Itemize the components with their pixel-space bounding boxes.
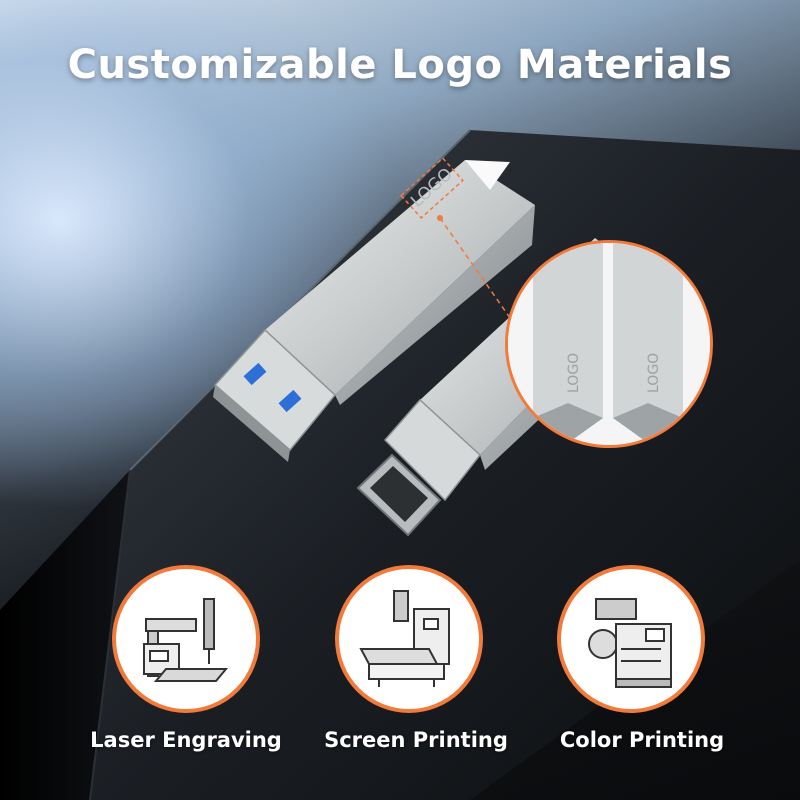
headline: Customizable Logo Materials — [67, 42, 733, 88]
usb-a-drive: LOGO — [213, 157, 535, 462]
engraving-closeup-image: LOGO LOGO — [508, 243, 710, 445]
feature-label-color-printing: Color Printing — [559, 728, 725, 752]
screen-printing-machine-icon — [335, 565, 483, 713]
logo-zoom-detail: LOGO LOGO — [505, 240, 713, 448]
box-side — [0, 470, 130, 800]
feature-label-laser-engraving: Laser Engraving — [90, 728, 282, 752]
box-edge — [129, 129, 471, 471]
color-printing-machine-icon — [557, 565, 705, 713]
feature-label-screen-printing: Screen Printing — [324, 728, 508, 752]
laser-engraving-machine-icon — [112, 565, 260, 713]
logo-pointer-line — [439, 217, 516, 326]
svg-text:LOGO: LOGO — [566, 353, 582, 393]
svg-text:LOGO: LOGO — [646, 353, 662, 393]
